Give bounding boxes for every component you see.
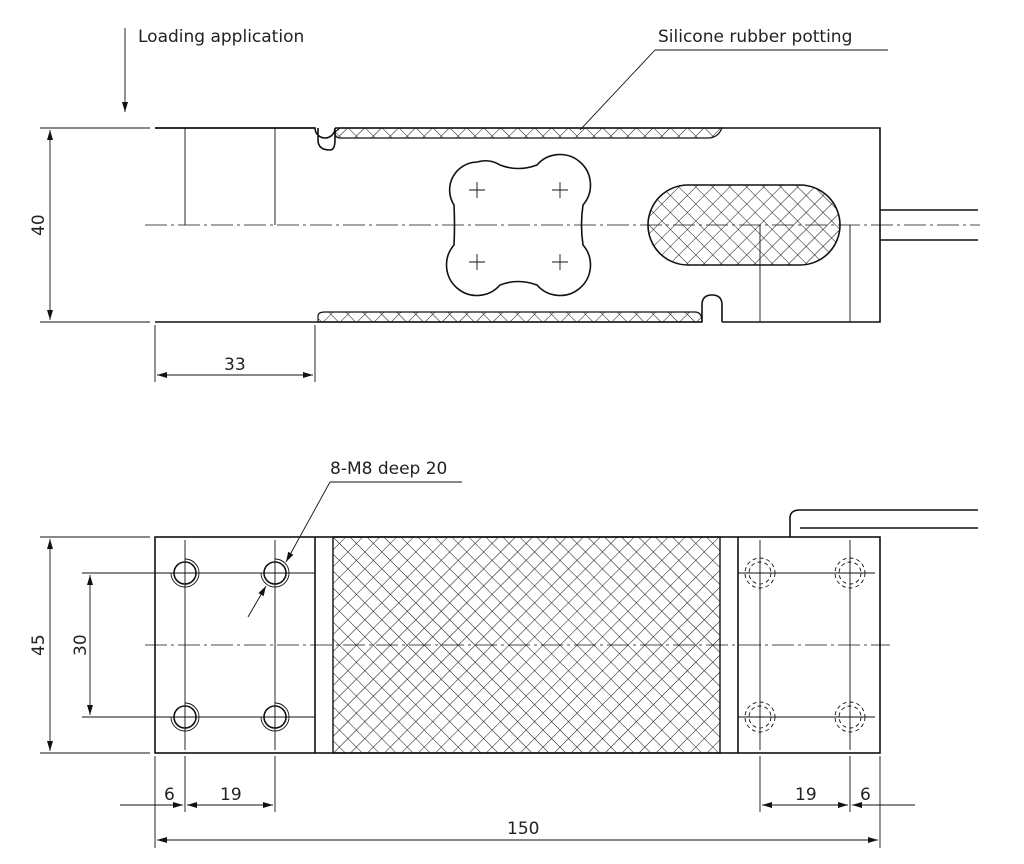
svg-text:30: 30 bbox=[71, 634, 91, 656]
dim-30: 30 bbox=[71, 572, 180, 718]
svg-text:33: 33 bbox=[224, 355, 246, 375]
loading-label: Loading application bbox=[138, 27, 304, 47]
dim-45: 45 bbox=[29, 536, 150, 754]
top-potting bbox=[334, 127, 723, 139]
bottom-potting bbox=[317, 311, 703, 323]
cable bbox=[880, 209, 978, 241]
svg-text:40: 40 bbox=[29, 214, 49, 236]
cable bbox=[789, 509, 978, 537]
oval-potting bbox=[647, 184, 841, 266]
svg-text:45: 45 bbox=[29, 634, 49, 656]
thread-label: 8-M8 deep 20 bbox=[330, 459, 447, 479]
dim-40: 40 bbox=[29, 127, 150, 323]
bottom-notch bbox=[701, 294, 723, 322]
svg-text:6: 6 bbox=[164, 785, 175, 805]
svg-text:6: 6 bbox=[860, 785, 871, 805]
dim-33: 33 bbox=[154, 325, 316, 382]
thread-leader bbox=[285, 481, 331, 563]
top-view: 8-M8 deep 20 45 30 6 19 19 6 bbox=[29, 459, 978, 848]
mounting-holes-right-hidden bbox=[744, 557, 866, 733]
potting-label: Silicone rubber potting bbox=[658, 27, 852, 47]
svg-text:19: 19 bbox=[220, 785, 242, 805]
top-notch bbox=[155, 127, 336, 151]
dim-bottom-chain: 6 19 19 6 150 bbox=[120, 756, 915, 848]
svg-text:19: 19 bbox=[795, 785, 817, 805]
svg-text:150: 150 bbox=[507, 819, 539, 839]
clover-hole bbox=[445, 153, 592, 297]
potting-leader bbox=[579, 49, 656, 131]
side-view: Loading application Silicone rubber pott… bbox=[29, 27, 980, 382]
